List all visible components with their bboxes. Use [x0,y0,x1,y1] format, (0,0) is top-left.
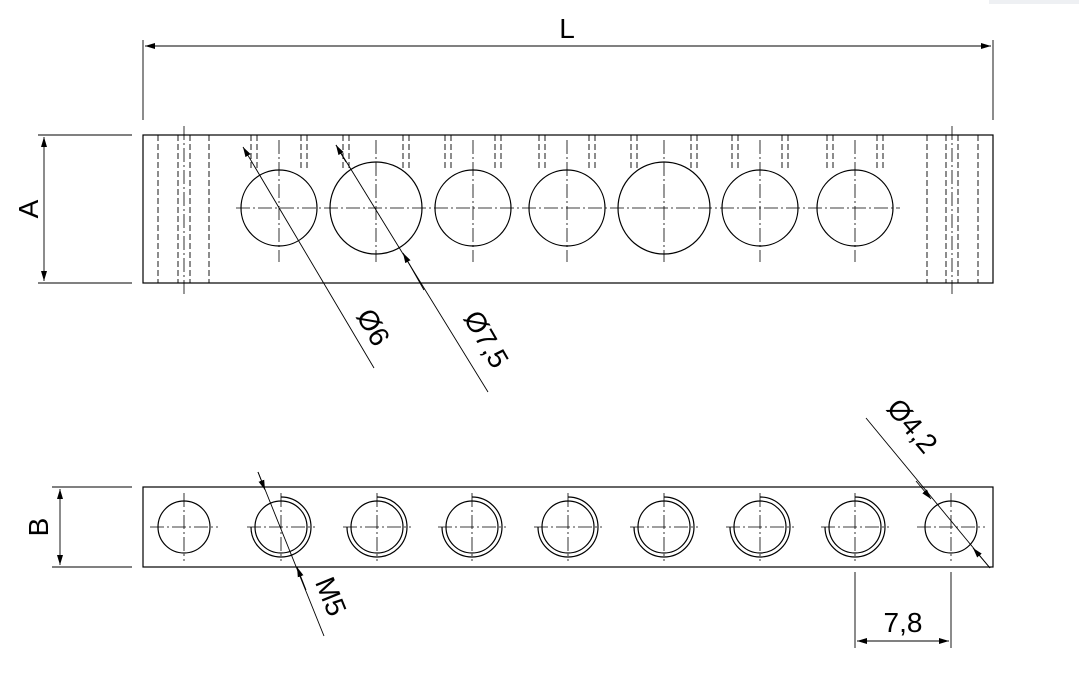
pitch-label: 7,8 [884,607,923,638]
hole-small-callout: Ø6 [242,146,396,369]
pitch-dimension: 7,8 [854,572,952,648]
top-hole-small [434,135,512,262]
bottom-bar-outline [142,486,994,568]
hole-large-callout: Ø7,5 [335,144,515,393]
through-hole-leader-arrow-a [915,480,932,500]
bottom-hole-thread [630,493,698,561]
hole-large-label: Ø7,5 [458,305,515,373]
bottom-hole-thread [343,493,411,561]
thread-callout: M5 [257,471,352,637]
length-dimension: L [142,13,994,120]
thread-arc [441,496,503,558]
bottom-hole-thread [726,493,794,561]
through-hole-label: Ø4,2 [881,393,944,459]
thread-leader-arrow-a [257,471,266,491]
top-hole-small [240,135,318,262]
top-hole-large [329,135,423,262]
thread-arc [346,496,408,558]
thread-leader [257,471,325,637]
bottom-hole-group [150,493,985,561]
hole-large-leader-arrow-b [402,252,425,291]
bottom-hole-thread [438,493,506,561]
height-b-label: B [23,518,54,537]
hole-large-leader-arrow-a [335,144,347,163]
bottom-hole-plain [150,493,218,561]
thread-arc [729,496,791,558]
thread-leader-arrow-b [296,566,307,591]
thread-arc [633,496,695,558]
window-corner-strip [989,0,1079,4]
height-a-dimension: A [13,134,132,284]
top-hole-small [528,135,606,262]
thread-arc [250,496,312,558]
top-hole-small [721,135,799,262]
height-a-label: A [13,199,44,218]
height-b-dimension: B [23,486,132,568]
through-hole-leader-arrow-b [972,547,991,569]
thread-arc [537,496,599,558]
top-hole-small [816,135,894,262]
hole-small-leader [242,146,375,369]
top-view [142,126,994,294]
thread-label: M5 [309,573,352,621]
top-hole-large [617,135,711,262]
through-hole-callout: Ø4,2 [865,393,991,569]
bottom-view [142,486,994,568]
bottom-hole-thread [534,493,602,561]
top-bar-outline [142,134,994,284]
top-hole-group [240,135,894,262]
length-label: L [559,13,575,44]
bottom-hole-plain [917,493,985,561]
bottom-hole-thread [247,493,315,561]
hole-small-label: Ø6 [350,303,396,351]
bottom-hole-thread [821,493,889,561]
thread-arc [824,496,886,558]
